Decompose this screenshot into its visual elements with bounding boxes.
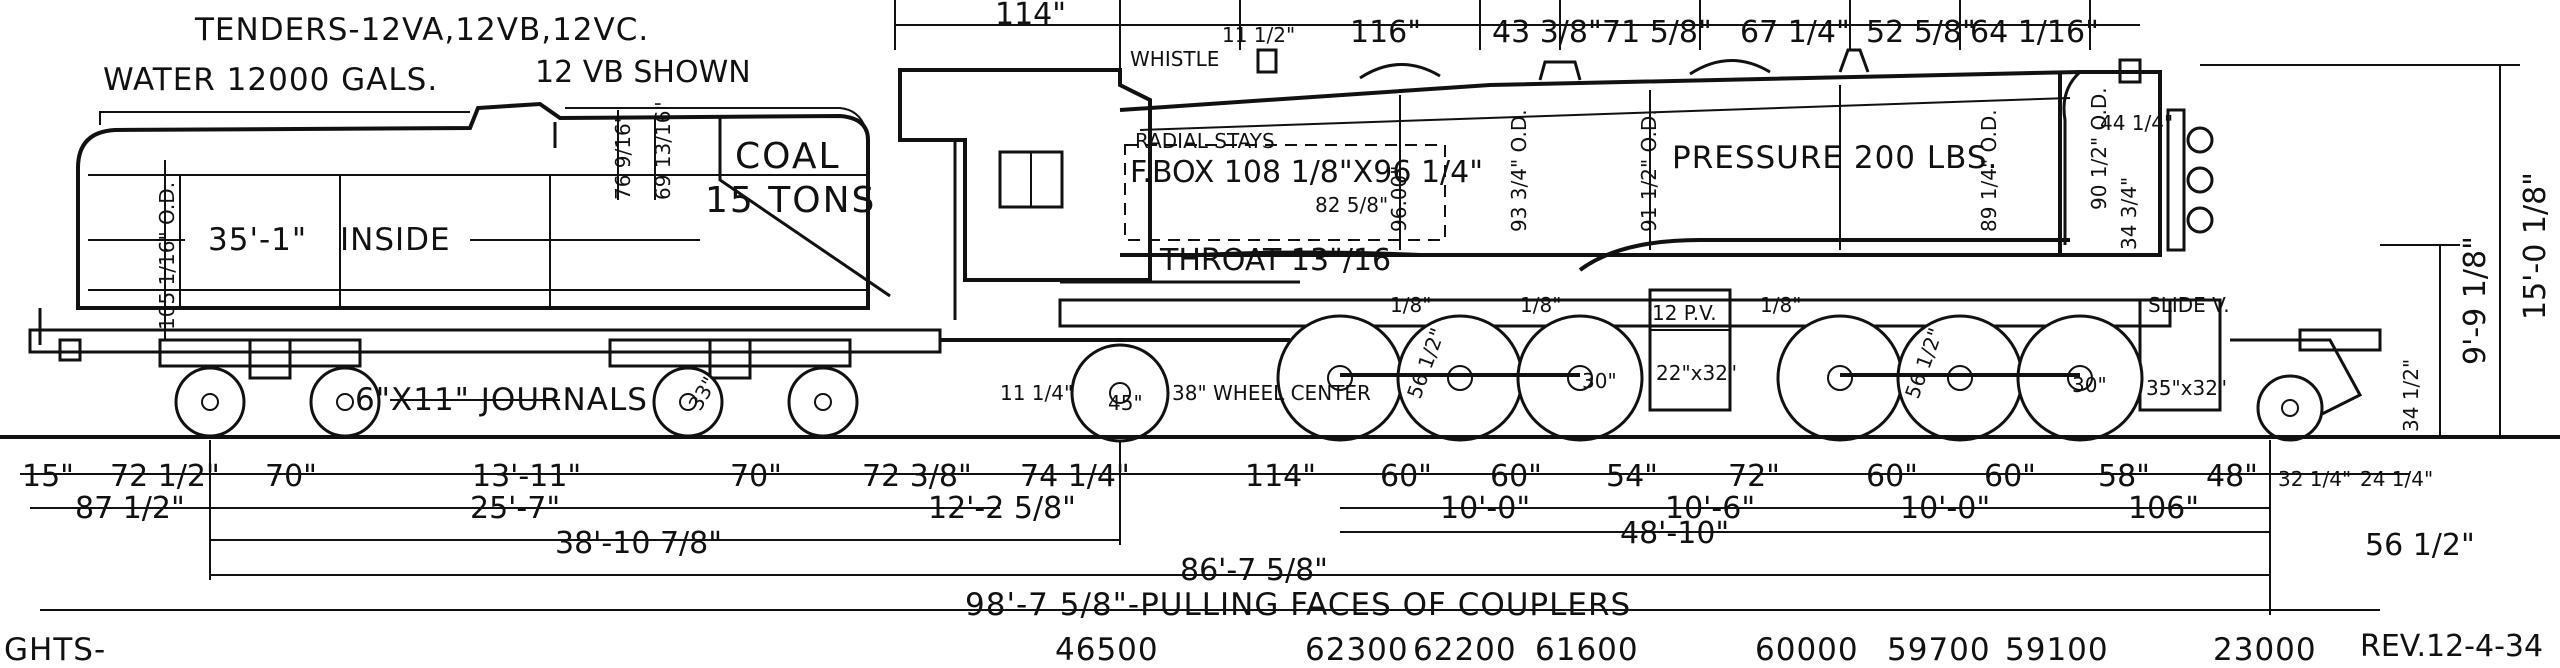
dim-r3-1: 48'-10": [1620, 516, 1729, 551]
weight-2: 62200: [1413, 632, 1517, 668]
clearance-3-label: 1/8": [1760, 293, 1801, 317]
top-dim-8: 64 1/16": [1970, 15, 2099, 50]
revision-label: REV.12-4-34: [2360, 629, 2543, 664]
dim-r1-3: 13'-11": [472, 459, 581, 494]
top-dim-6: 67 1/4": [1740, 15, 1850, 50]
weight-0: 46500: [1055, 632, 1159, 668]
dim-r2-3: 10'-0": [1440, 491, 1530, 526]
dim-r1-13: 60": [1984, 459, 2036, 494]
tender-wheels: [174, 366, 859, 438]
front-truck-wheel-dia: 45": [1108, 391, 1143, 415]
piston-valve-label: 12 P.V.: [1652, 301, 1717, 325]
dim-r2-6: 106": [2128, 491, 2199, 526]
dim-r1-2: 70": [265, 459, 317, 494]
weight-7: 23000: [2213, 632, 2317, 668]
top-dimension-line: [894, 0, 2140, 70]
throat-label: THROAT 13"/16: [1159, 243, 1391, 278]
dim-r4-1: 56 1/2": [2365, 528, 2475, 563]
dim-r2-1: 25'-7": [470, 491, 560, 526]
driver-dia-b: 30": [2072, 373, 2107, 397]
height-34-label: 34 3/4": [2117, 177, 2141, 250]
dim-r1-4: 70": [730, 459, 782, 494]
pressure-label: PRESSURE 200 LBS.: [1672, 140, 1998, 176]
od-89-label: 89 1/4" O.D.: [1977, 109, 2001, 232]
journals-label: 6"X11" JOURNALS: [355, 382, 648, 418]
slide-valve-label: SLIDE V.: [2148, 293, 2230, 317]
top-dim-2: 11 1/2": [1222, 23, 1295, 47]
locomotive-wheels: [1070, 314, 2324, 443]
top-dim-7: 52 5/8": [1866, 15, 1976, 50]
dim-r1-17: 24 1/4": [2360, 467, 2433, 491]
mid-height-label: 9'-9 1/8": [2458, 236, 2493, 365]
shown-variant-label: 12 VB SHOWN: [535, 55, 751, 90]
driver-dia-a: 30": [1582, 369, 1617, 393]
wheel-center-label: 38" WHEEL CENTER: [1172, 381, 1371, 405]
lp-cylinder-label: 35"x32": [2146, 376, 2227, 400]
tender-body: [28, 101, 942, 380]
overall-height-label: 15'-0 1/8": [2518, 172, 2553, 320]
od-90-label: 90 1/2" O.D.: [2087, 87, 2111, 210]
tender-length-label: 35'-1": [208, 222, 307, 258]
dim-r1-5: 72 3/8": [862, 459, 972, 494]
weight-3: 61600: [1535, 632, 1639, 668]
height-11-label: 11 1/4": [1000, 381, 1073, 405]
weight-1: 62300: [1305, 632, 1409, 668]
dim-r2-0: 87 1/2": [75, 491, 185, 526]
water-capacity-label: WATER 12000 GALS.: [103, 62, 438, 98]
tender-height-1: 76 9/16": [611, 114, 635, 200]
tender-classes-title: TENDERS-12VA,12VB,12VC.: [194, 12, 649, 48]
weight-6: 59100: [2005, 632, 2109, 668]
bottom-dimension-lines: [20, 440, 2410, 615]
right-dimension-lines: [2200, 64, 2520, 435]
weights-label: GHTS-: [4, 632, 106, 668]
od-93-label: 93 3/4" O.D.: [1507, 109, 1531, 232]
dim-r3-0: 38'-10 7/8": [555, 526, 722, 561]
dim-r1-7: 114": [1245, 459, 1316, 494]
dim-r1-0: 15": [22, 459, 74, 494]
whistle-label: WHISTLE: [1130, 47, 1219, 71]
od-96-label: 96.00": [1387, 166, 1411, 232]
dim-r1-14: 58": [2098, 459, 2150, 494]
dim-r4-0: 86'-7 5/8": [1180, 553, 1328, 588]
height-34-2-label: 34 1/2": [2399, 359, 2423, 432]
dim-r1-1: 72 1/2": [110, 459, 220, 494]
dim-r2-4: 10'-6": [1665, 491, 1755, 526]
dim-r1-12: 60": [1866, 459, 1918, 494]
radial-stays-label: RADIAL STAYS: [1135, 129, 1275, 153]
clearance-2-label: 1/8": [1520, 293, 1561, 317]
dim-r1-8: 60": [1380, 459, 1432, 494]
coupler-length-label: 98'-7 5/8"-PULLING FACES OF COUPLERS: [965, 587, 1631, 623]
height-44-label: 44 1/4": [2100, 111, 2173, 135]
clearance-1-label: 1/8": [1390, 293, 1431, 317]
dim-r1-15: 48": [2206, 459, 2258, 494]
dim-r1-11: 72": [1728, 459, 1780, 494]
hp-cylinder-label: 22"x32": [1656, 361, 1737, 385]
tender-inside-label: INSIDE: [340, 222, 451, 258]
top-dim-5: 71 5/8": [1602, 15, 1712, 50]
top-dim-4: 43 3/8": [1492, 15, 1602, 50]
weight-4: 60000: [1755, 632, 1859, 668]
firebox-label: F.BOX 108 1/8"X96 1/4": [1130, 155, 1483, 190]
top-dim-1: 114": [995, 0, 1066, 32]
dim-r1-6: 74 1/4": [1020, 459, 1130, 494]
weight-5: 59700: [1887, 632, 1991, 668]
dim-r2-5: 10'-0": [1900, 491, 1990, 526]
dim-r1-10: 54": [1606, 459, 1658, 494]
dim-r1-9: 60": [1490, 459, 1542, 494]
dim-r1-16: 32 1/4": [2278, 467, 2351, 491]
od-91-label: 91 1/2" O.D.: [1637, 109, 1661, 232]
dim-r2-2: 12'-2 5/8": [928, 491, 1076, 526]
tender-od-label: 105 1/16" O.D.: [155, 182, 179, 330]
coal-label: COAL: [735, 136, 841, 177]
top-dim-3: 116": [1350, 15, 1421, 50]
firebox-dim-label: 82 5/8": [1315, 193, 1388, 217]
coal-capacity-label: 15 TONS: [705, 180, 876, 221]
